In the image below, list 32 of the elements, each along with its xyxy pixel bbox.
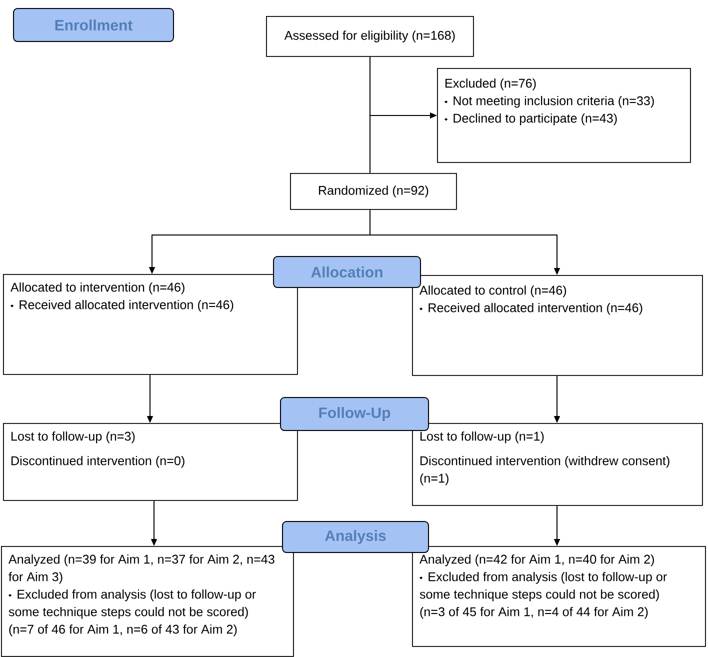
process-box [437,68,691,163]
box-text: Lost to follow-up (n=3) [12,431,135,444]
process-box [3,423,298,501]
box-text: Excluded (n=76) [446,78,536,90]
stage-banner: Analysis [282,521,429,553]
box-text: (n=3 of 45 for Aim 1, n=4 of 44 for Aim 2) [420,606,648,619]
box-text: Assessed for eligibility (n=168) [284,30,455,42]
box-text: Excluded from analysis (lost to follow-up or some technique steps could not be scored) [419,572,667,602]
box-text: Not meeting inclusion criteria (n=33) [444,96,654,108]
process-box [3,274,298,375]
box-text: Randomized (n=92) [318,186,428,198]
stage-banner: Follow-Up [280,397,429,431]
box-text: Lost to follow-up (n=1) [420,431,544,444]
box-text: (n=7 of 46 for Aim 1, n=6 of 43 for Aim 2) [9,624,237,636]
stage-banner: Allocation [273,256,421,288]
box-text: Discontinued intervention (withdrew consent) (n=1) [420,456,670,486]
process-box [290,173,457,210]
box-text: Excluded from analysis (lost to follow-up or some technique steps could not be scored) [8,589,256,619]
box-text: Received allocated intervention (n=46) [419,302,642,315]
box-text: Allocated to control (n=46) [420,285,566,298]
process-box [412,546,706,647]
box-text: Discontinued intervention (n=0) [12,456,184,468]
process-box [412,275,703,376]
process-box [412,423,703,506]
stage-banner: Enrollment [13,8,174,42]
box-text: Analyzed (n=39 for Aim 1, n=37 for Aim 2, n=43 for Aim 3) [8,554,274,584]
box-text: Allocated to intervention (n=46) [10,282,184,294]
process-box [266,16,474,57]
process-box [1,546,294,657]
box-text: Received allocated intervention (n=46) [10,300,234,312]
box-text: Analyzed (n=42 for Aim 1, n=40 for Aim 2) [420,554,654,566]
box-text: Declined to participate (n=43) [444,113,617,126]
